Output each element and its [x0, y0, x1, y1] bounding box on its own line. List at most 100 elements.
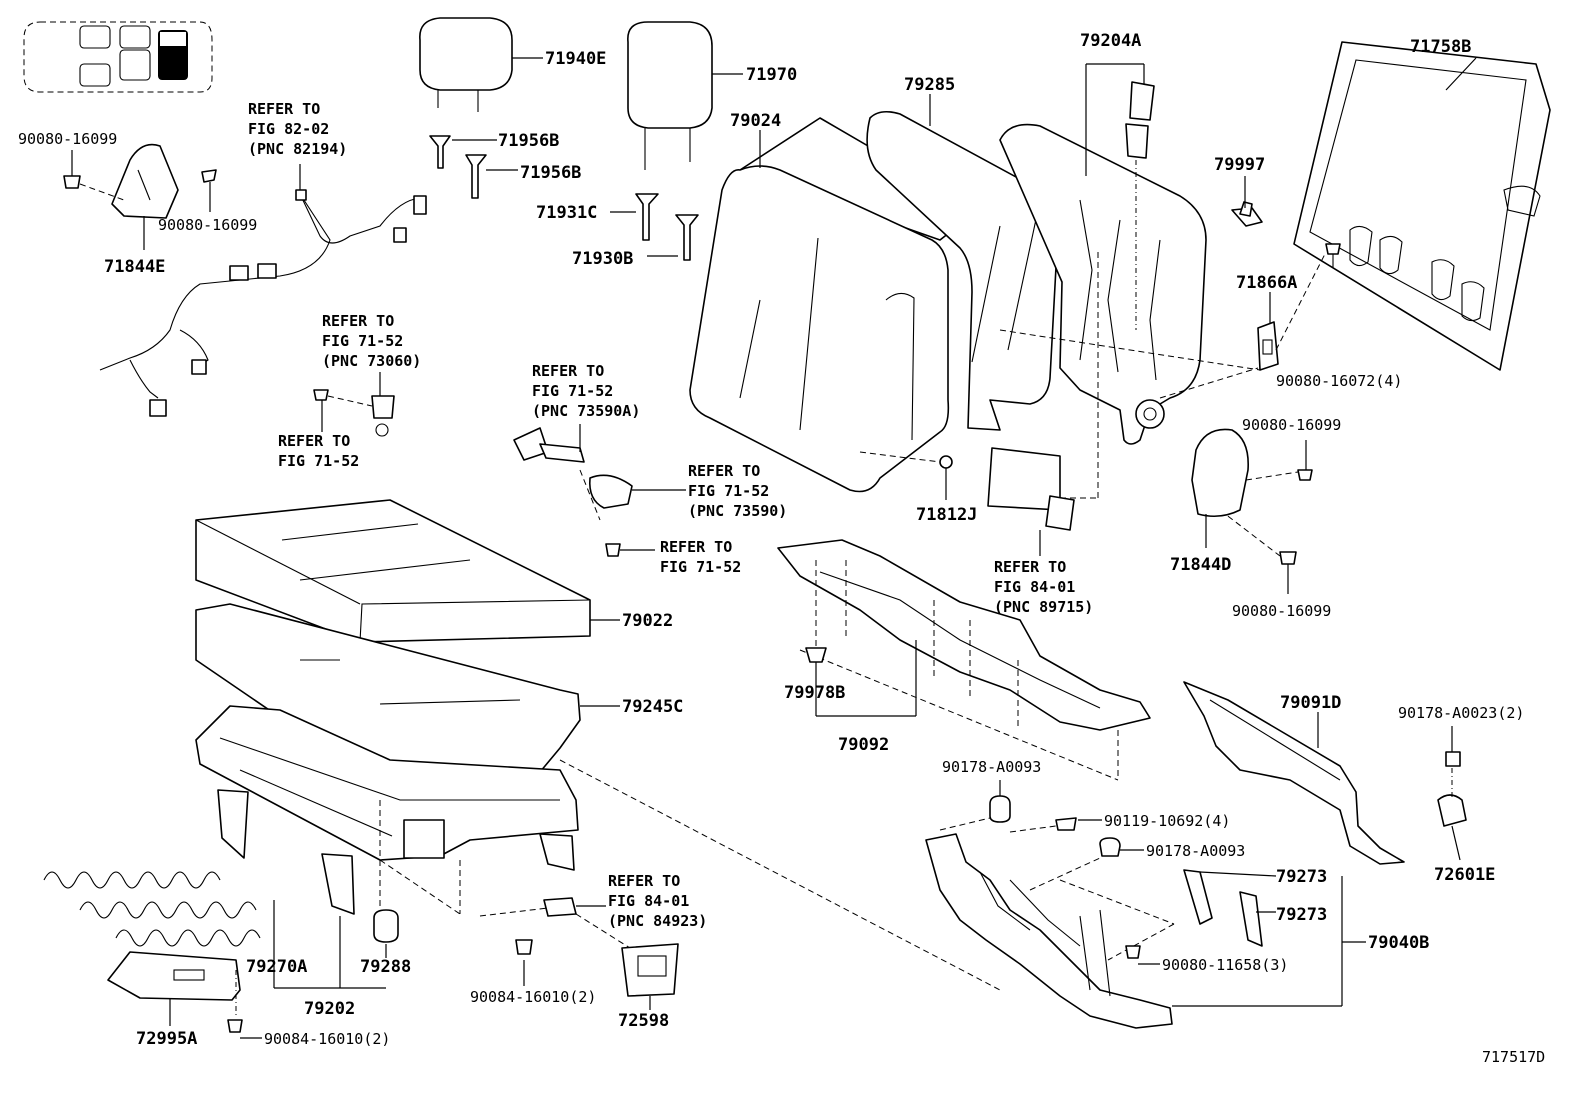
diagram-code: 717517D — [1482, 1048, 1545, 1066]
label-71844E: 71844E — [104, 257, 165, 277]
label-90080-16099-left-upper: 90080-16099 — [18, 130, 117, 148]
svg-text:FIG 71-52: FIG 71-52 — [660, 558, 741, 576]
svg-text:REFER TO: REFER TO — [322, 312, 394, 330]
label-71930B: 71930B — [572, 249, 633, 269]
svg-text:(PNC 73060): (PNC 73060) — [322, 352, 421, 370]
headrest-71940E — [419, 17, 543, 112]
label-79022: 79022 — [622, 611, 673, 631]
svg-text:REFER TO: REFER TO — [688, 462, 760, 480]
label-79285: 79285 — [904, 75, 955, 95]
label-71956B-upper: 71956B — [498, 131, 559, 151]
connector-84923 — [479, 897, 631, 986]
seat-cushion-79022 — [195, 499, 620, 643]
note-pnc-73060: REFER TO FIG 71-52 (PNC 73060) — [322, 312, 421, 370]
label-79270A: 79270A — [246, 957, 307, 977]
tray-72995A — [107, 951, 262, 1039]
label-79288: 79288 — [360, 957, 411, 977]
cover-71866A — [1257, 292, 1279, 371]
svg-text:(PNC 82194): (PNC 82194) — [248, 140, 347, 158]
svg-text:REFER TO: REFER TO — [248, 100, 320, 118]
hinge-panel-79092 — [777, 539, 1151, 781]
label-79978B: 79978B — [784, 683, 845, 703]
label-71866A: 71866A — [1236, 273, 1297, 293]
svg-text:FIG 71-52: FIG 71-52 — [532, 382, 613, 400]
leader-79202 — [274, 916, 387, 989]
pad-79288 — [373, 909, 399, 943]
label-79273-upper: 79273 — [1276, 867, 1327, 887]
label-72598: 72598 — [618, 1011, 669, 1031]
svg-text:FIG 84-01: FIG 84-01 — [608, 892, 689, 910]
label-90080-16099-right-lower: 90080-16099 — [1232, 602, 1331, 620]
label-71758B: 71758B — [1410, 37, 1471, 57]
label-79040B: 79040B — [1368, 933, 1429, 953]
label-90178-A0093-lower: 90178-A0093 — [1146, 842, 1245, 860]
part-labels: 71940E 71970 71956B 71956B 71931C 71930B… — [18, 31, 1545, 1066]
seatback-frame-79204A — [999, 63, 1261, 445]
label-90080-16099-right-upper: 90080-16099 — [1242, 416, 1341, 434]
label-72601E: 72601E — [1434, 865, 1495, 885]
note-pnc-89715: REFER TO FIG 84-01 (PNC 89715) — [994, 558, 1093, 616]
svg-text:REFER TO: REFER TO — [994, 558, 1066, 576]
label-90119-10692: 90119-10692(4) — [1104, 812, 1230, 830]
note-pnc-84923: REFER TO FIG 84-01 (PNC 84923) — [608, 872, 707, 930]
label-79202: 79202 — [304, 999, 355, 1019]
label-79204A: 79204A — [1080, 31, 1141, 51]
note-fig-82-02: REFER TO FIG 82-02 (PNC 82194) — [248, 100, 347, 158]
label-90084-16010-lower: 90084-16010(2) — [264, 1030, 390, 1048]
svg-text:REFER TO: REFER TO — [660, 538, 732, 556]
svg-text:FIG 71-52: FIG 71-52 — [322, 332, 403, 350]
note-fig-71-52-center: REFER TO FIG 71-52 — [660, 538, 741, 576]
label-90080-16072: 90080-16072(4) — [1276, 372, 1402, 390]
note-fig-71-52-left: REFER TO FIG 71-52 — [278, 432, 359, 470]
label-90080-11658: 90080-11658(3) — [1162, 956, 1288, 974]
label-90178-A0023: 90178-A0023(2) — [1398, 704, 1524, 722]
headrest-71970 — [627, 21, 743, 170]
clip-79997 — [1231, 176, 1263, 227]
label-79245C: 79245C — [622, 697, 683, 717]
seatbelt-buckle-73060 — [313, 372, 395, 437]
svg-text:FIG 84-01: FIG 84-01 — [994, 578, 1075, 596]
label-90080-16099-left-lower: 90080-16099 — [158, 216, 257, 234]
module-71812J-area — [859, 250, 1099, 556]
seatback-board-71758B — [1293, 41, 1551, 371]
hinge-cover-71844D — [1191, 428, 1299, 548]
label-71931C: 71931C — [536, 203, 597, 223]
label-79997: 79997 — [1214, 155, 1265, 175]
hinge-cover-71844E — [63, 143, 217, 250]
svg-text:FIG 71-52: FIG 71-52 — [278, 452, 359, 470]
svg-text:(PNC 73590A): (PNC 73590A) — [532, 402, 640, 420]
bracket-79091D — [1183, 681, 1405, 865]
svg-text:REFER TO: REFER TO — [278, 432, 350, 450]
svg-text:(PNC 89715): (PNC 89715) — [994, 598, 1093, 616]
cushion-frame-79202 — [195, 705, 1001, 991]
label-79092: 79092 — [838, 735, 889, 755]
label-79024: 79024 — [730, 111, 781, 131]
screws-right — [1219, 243, 1341, 594]
seatbelt-buckle-73590A — [513, 424, 686, 557]
headrest-guides — [429, 135, 699, 261]
label-71970: 71970 — [746, 65, 797, 85]
bracket-72601E — [1437, 726, 1467, 861]
seat-springs-79270A — [43, 871, 275, 988]
seatback-pad-79285 — [866, 94, 1059, 431]
note-pnc-73590: REFER TO FIG 71-52 (PNC 73590) — [688, 462, 787, 520]
bezel-72598 — [621, 943, 679, 1010]
svg-text:FIG 82-02: FIG 82-02 — [248, 120, 329, 138]
svg-text:FIG 71-52: FIG 71-52 — [688, 482, 769, 500]
label-90178-A0093-upper: 90178-A0093 — [942, 758, 1041, 776]
label-71812J: 71812J — [916, 505, 977, 525]
label-79273-lower: 79273 — [1276, 905, 1327, 925]
svg-text:(PNC 84923): (PNC 84923) — [608, 912, 707, 930]
svg-text:REFER TO: REFER TO — [608, 872, 680, 890]
lower-frame-79040B — [925, 780, 1366, 1029]
note-pnc-73590A: REFER TO FIG 71-52 (PNC 73590A) — [532, 362, 640, 420]
label-90084-16010-upper: 90084-16010(2) — [470, 988, 596, 1006]
label-72995A: 72995A — [136, 1029, 197, 1049]
svg-text:REFER TO: REFER TO — [532, 362, 604, 380]
label-79091D: 79091D — [1280, 693, 1341, 713]
label-71940E: 71940E — [545, 49, 606, 69]
refer-notes: REFER TO FIG 82-02 (PNC 82194) REFER TO … — [248, 100, 1093, 930]
svg-text:(PNC 73590): (PNC 73590) — [688, 502, 787, 520]
